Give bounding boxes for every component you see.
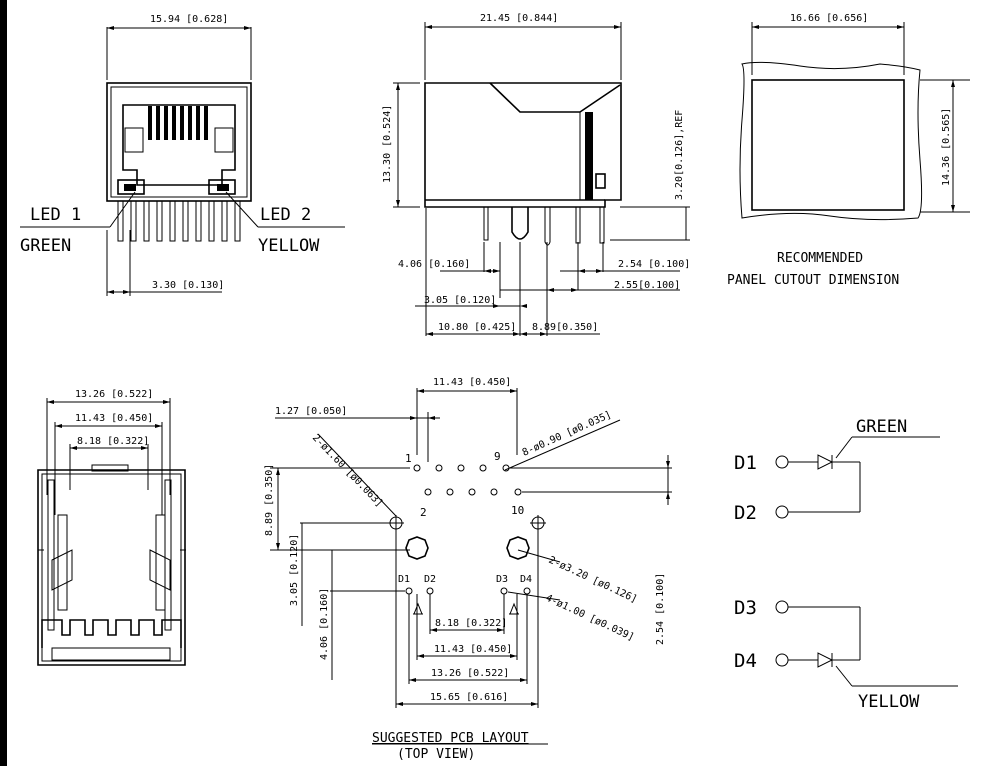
pcb-dim-889v: 8.89 [0.350] xyxy=(264,464,275,536)
front-width-dim: 15.94 [0.628] xyxy=(150,14,228,25)
schem-green: GREEN xyxy=(856,417,907,437)
pcb-d1: D1 xyxy=(398,574,410,585)
led-schematic: GREEN D1 D2 D3 D4 YELLOW xyxy=(734,417,958,712)
pcb-pin9: 9 xyxy=(494,450,501,463)
green-led-icon xyxy=(817,454,834,470)
pcb-caption-2: (TOP VIEW) xyxy=(397,747,475,762)
d1-terminal xyxy=(775,455,789,469)
schem-d3: D3 xyxy=(734,597,757,619)
bottom-dim-1326: 13.26 [0.522] xyxy=(75,389,153,400)
pcb-hole-160: 2-ø1.60 [ø0.063] xyxy=(310,432,385,509)
led1-color: GREEN xyxy=(20,236,71,256)
pcb-hole-090: 8-ø0.90 [ø0.035] xyxy=(521,410,613,459)
pcb-hole-100: 4-ø1.00 [ø0.039] xyxy=(544,593,636,644)
side-height-dim: 13.30 [0.524] xyxy=(382,105,393,183)
schem-d1: D1 xyxy=(734,452,757,474)
pcb-d4: D4 xyxy=(520,574,532,585)
pcb-pin1: 1 xyxy=(405,452,412,465)
pcb-pin2: 2 xyxy=(420,506,427,519)
bottom-view: 13.26 [0.522] 11.43 [0.450] 8.18 [0.322] xyxy=(37,389,186,666)
pcb-d2: D2 xyxy=(424,574,436,585)
front-pitch-dim: 3.30 [0.130] xyxy=(152,280,224,291)
rj45-contacts xyxy=(148,106,208,140)
led2-window xyxy=(208,179,236,195)
pcb-d3: D3 xyxy=(496,574,508,585)
side-ref-dim: 3.20[0.126],REF xyxy=(674,110,685,200)
pcb-dim-1565: 15.65 [0.616] xyxy=(430,692,508,703)
led2-color: YELLOW xyxy=(258,236,320,256)
pcb-layout-view: 11.43 [0.450] 1.27 [0.050] 2-ø1.60 [ø0.0… xyxy=(264,377,672,762)
side-dim-889: 8.89[0.350] xyxy=(532,322,598,333)
schem-yellow: YELLOW xyxy=(858,692,920,712)
pcb-dim-127: 1.27 [0.050] xyxy=(275,406,347,417)
pcb-dim-1143: 11.43 [0.450] xyxy=(434,644,512,655)
sheet-border xyxy=(0,0,7,766)
bottom-dim-1143: 11.43 [0.450] xyxy=(75,413,153,424)
cutout-width-dim: 16.66 [0.656] xyxy=(790,13,868,24)
pcb-dim-305v: 3.05 [0.120] xyxy=(289,534,300,606)
cutout-caption-1: RECOMMENDED xyxy=(777,251,863,266)
panel-cutout-view: 16.66 [0.656] 14.36 [0.565] RECOMMENDED … xyxy=(727,13,970,288)
pcb-dim-254v: 2.54 [0.100] xyxy=(655,573,666,645)
d2-terminal xyxy=(775,505,789,519)
pcb-pin10: 10 xyxy=(511,504,524,517)
side-dim-305: 3.05 [0.120] xyxy=(424,295,496,306)
side-dim-254: 2.54 [0.100] xyxy=(618,259,690,270)
pcb-dim-1326: 13.26 [0.522] xyxy=(431,668,509,679)
side-view: 21.45 [0.844] 13.30 [0.524] 3.20[0.126],… xyxy=(382,13,690,336)
side-dim-255: 2.55[0.100] xyxy=(614,280,680,291)
side-dim-1080: 10.80 [0.425] xyxy=(438,322,516,333)
side-length-dim: 21.45 [0.844] xyxy=(480,13,558,24)
d4-terminal xyxy=(775,653,789,667)
cutout-rect xyxy=(751,79,905,211)
led2-label: LED 2 xyxy=(260,205,311,225)
led1-label: LED 1 xyxy=(30,205,81,225)
yellow-led-icon xyxy=(817,652,834,668)
pcb-top-dim: 11.43 [0.450] xyxy=(433,377,511,388)
front-pins xyxy=(117,200,241,242)
cutout-height-dim: 14.36 [0.565] xyxy=(941,108,952,186)
pcb-dim-406v: 4.06 [0.160] xyxy=(319,588,330,660)
d3-terminal xyxy=(775,600,789,614)
side-dim-406: 4.06 [0.160] xyxy=(398,259,470,270)
pcb-caption-1: SUGGESTED PCB LAYOUT xyxy=(372,731,529,746)
schem-d2: D2 xyxy=(734,502,757,524)
schem-d4: D4 xyxy=(734,650,757,672)
bottom-dim-818: 8.18 [0.322] xyxy=(77,436,149,447)
led1-window xyxy=(117,179,145,195)
pcb-dim-818: 8.18 [0.322] xyxy=(435,618,507,629)
cutout-caption-2: PANEL CUTOUT DIMENSION xyxy=(727,273,899,288)
front-view: 15.94 [0.628] xyxy=(20,14,345,296)
